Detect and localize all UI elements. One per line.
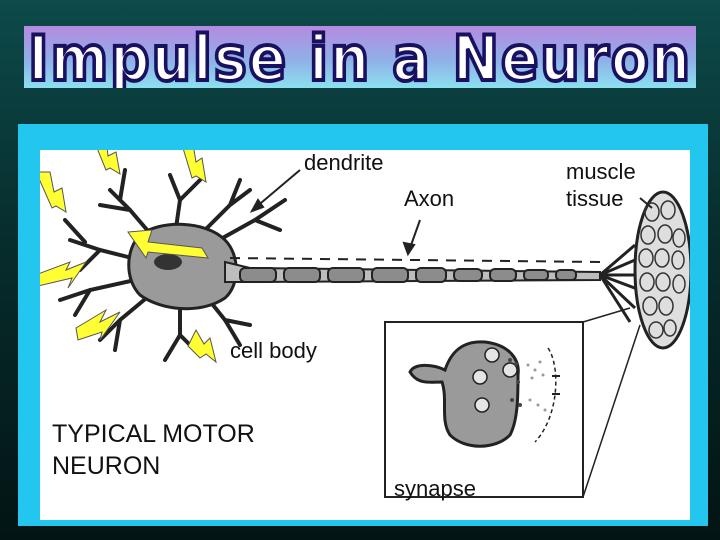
muscle-tissue-label: muscle tissue	[566, 159, 636, 211]
myelin-sheath	[239, 267, 577, 283]
title-graphic: Impulse in a Neuron	[26, 26, 692, 88]
dendrite-label: dendrite	[304, 150, 384, 175]
axon-label: Axon	[404, 186, 455, 211]
muscle-tissue	[633, 190, 690, 350]
cell-body-label: cell body	[230, 338, 317, 363]
label-pointers	[249, 169, 653, 257]
impulse-path	[229, 257, 601, 263]
neuron-diagram	[40, 150, 690, 498]
synapse-inset	[384, 307, 641, 498]
axon-terminals	[598, 243, 641, 323]
title-banner: Impulse in a Neuron	[24, 26, 696, 88]
lightning-bolt-icon	[40, 150, 217, 364]
synapse-label: synapse	[394, 476, 476, 501]
page-title: Impulse in a Neuron	[28, 26, 692, 88]
neuron-diagram-panel	[40, 150, 690, 520]
dendrites	[58, 168, 287, 362]
nucleus	[154, 254, 182, 270]
diagram-caption: TYPICAL MOTOR NEURON	[52, 420, 255, 480]
